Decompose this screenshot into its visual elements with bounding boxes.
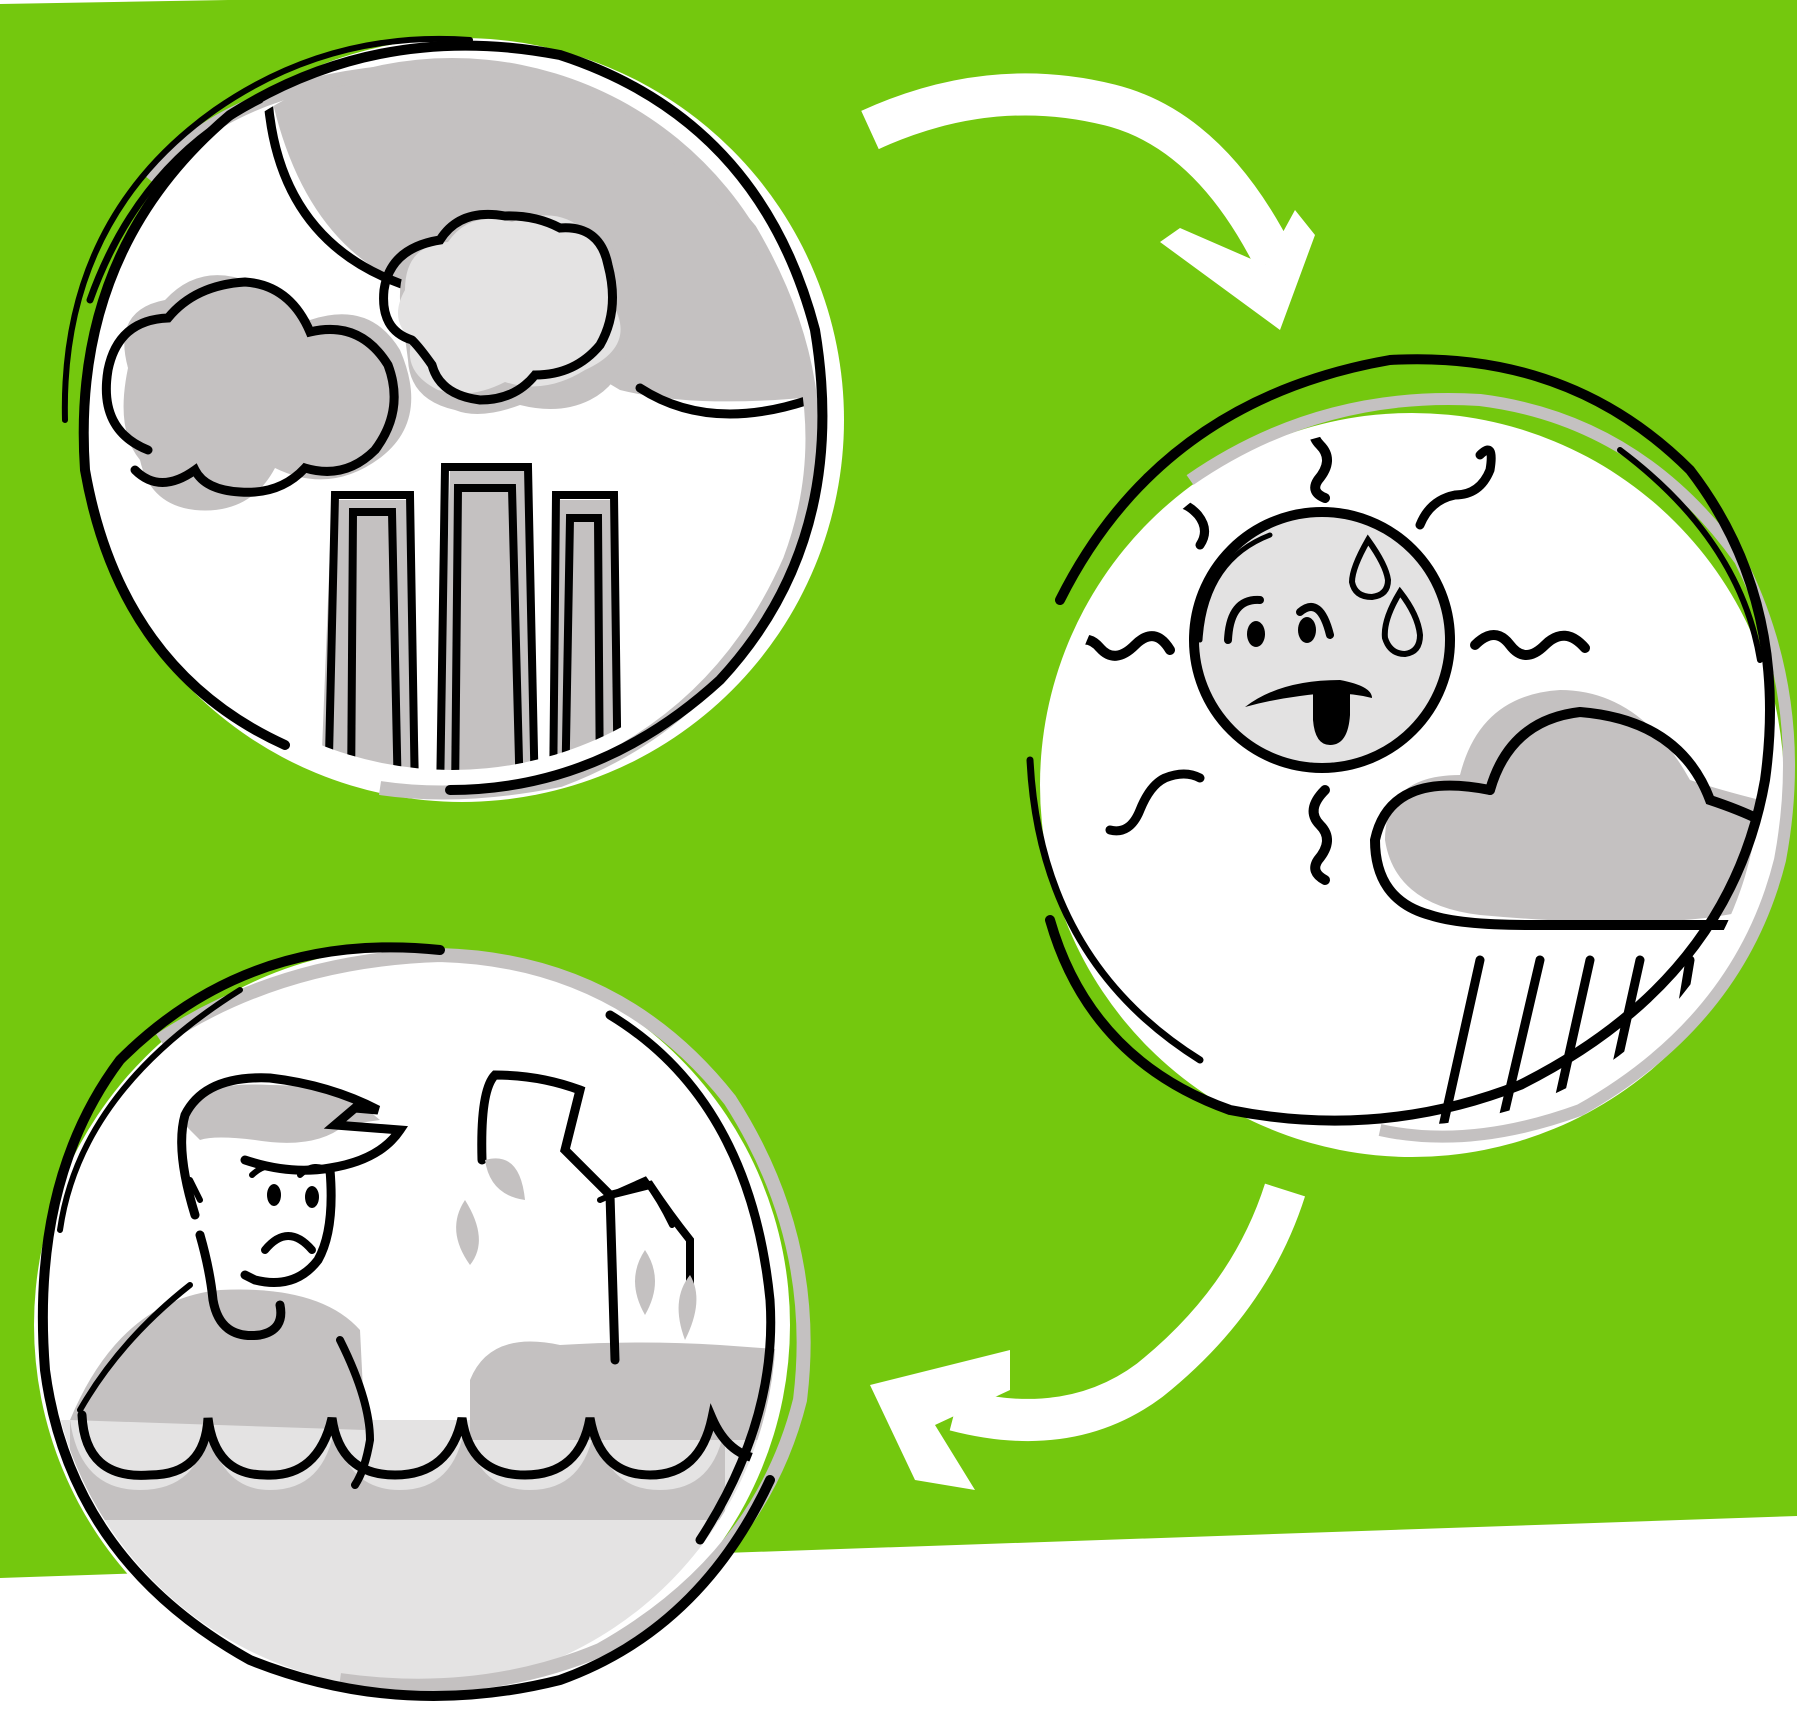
flooded-person-and-building-icon: [30, 940, 804, 1720]
